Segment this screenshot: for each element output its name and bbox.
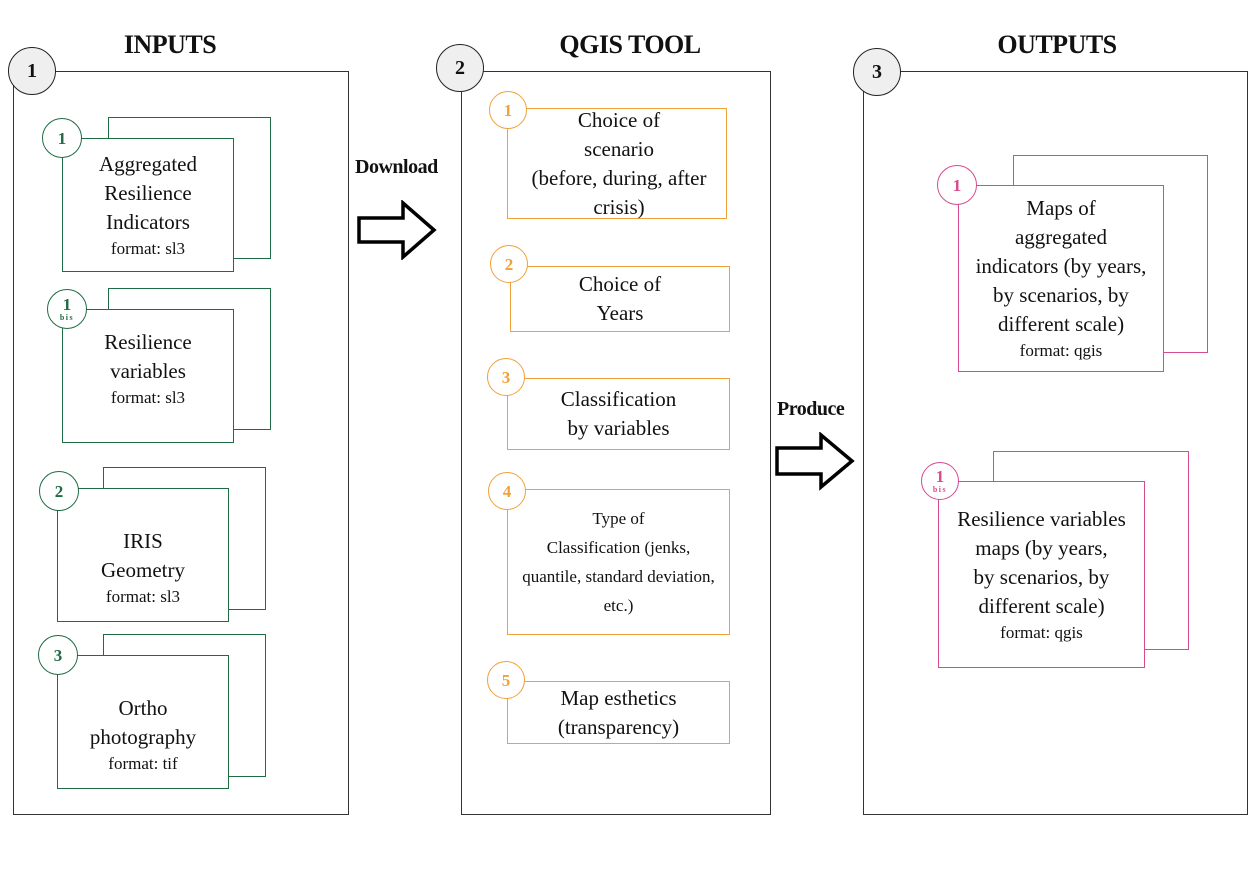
card-format: format: tif	[108, 754, 178, 773]
card-line: aggregated	[1014, 225, 1108, 249]
output-card-resilience-variables-maps: Resilience variables maps (by years, by …	[938, 481, 1145, 668]
tool-step-badge-5: 5	[487, 661, 525, 699]
input-badge-1: 1	[42, 118, 82, 158]
card-line: Maps of	[1026, 196, 1096, 220]
card-line: Aggregated	[99, 151, 197, 176]
column-number-outputs: 3	[853, 48, 901, 96]
input-card-aggregated-indicators: Aggregated Resilience Indicators format:…	[62, 138, 234, 272]
input-badge-2: 2	[39, 471, 79, 511]
produce-arrow-icon	[775, 432, 855, 491]
step-line: (transparency)	[557, 714, 680, 739]
step-line: quantile, standard deviation,	[522, 567, 715, 586]
input-badge-3: 3	[38, 635, 78, 675]
card-line: Indicators	[106, 209, 190, 234]
card-line: variables	[110, 359, 186, 383]
output-card-aggregated-indicator-maps: Maps of aggregated indicators (by years,…	[958, 185, 1164, 372]
tool-step-choice-of-scenario: Choice of scenario (before, during, afte…	[507, 108, 727, 219]
step-line: Choice of	[577, 107, 661, 132]
produce-label: Produce	[777, 398, 845, 420]
card-format: format: sl3	[110, 388, 186, 407]
card-line: Resilience variables	[957, 506, 1126, 531]
card-line: photography	[89, 725, 197, 749]
tool-step-classification-by-variables: Classification by variables	[507, 378, 730, 450]
card-line: by scenarios, by	[973, 564, 1110, 589]
step-line: Classification	[560, 387, 677, 411]
tool-step-type-of-classification: Type of Classification (jenks, quantile,…	[507, 489, 730, 635]
step-line: Choice of	[578, 272, 662, 296]
step-line: Classification (jenks,	[546, 538, 691, 557]
card-line: Resilience	[104, 180, 192, 205]
card-line: IRIS	[123, 529, 163, 553]
step-line: Map esthetics	[560, 685, 677, 710]
input-card-iris-geometry: IRIS Geometry format: sl3	[57, 488, 229, 622]
step-line: Years	[596, 301, 644, 325]
card-format: format: qgis	[1000, 622, 1083, 642]
card-format: format: sl3	[105, 587, 181, 606]
tool-step-choice-of-years: Choice of Years	[510, 266, 730, 332]
step-line: by variables	[567, 416, 670, 440]
card-format: format: sl3	[110, 238, 186, 258]
step-line: Type of	[592, 509, 645, 528]
input-card-ortho-photography: Ortho photography format: tif	[57, 655, 229, 789]
qgis-tool-title: QGIS TOOL	[559, 30, 701, 59]
download-arrow-icon	[357, 200, 437, 260]
card-line: by scenarios, by	[993, 283, 1129, 307]
card-line: Ortho	[118, 696, 168, 720]
card-line: Resilience	[104, 330, 192, 354]
card-line: different scale)	[978, 593, 1105, 618]
output-badge-1: 1	[937, 165, 977, 205]
column-number-qgis-tool: 2	[436, 44, 484, 92]
step-line: (before, during, after	[531, 165, 707, 190]
tool-step-badge-1: 1	[489, 91, 527, 129]
step-line: crisis)	[593, 194, 645, 219]
card-line: indicators (by years,	[975, 254, 1147, 278]
input-card-resilience-variables: Resilience variables format: sl3	[62, 309, 234, 443]
step-line: etc.)	[603, 596, 634, 615]
step-line: scenario	[584, 136, 654, 161]
tool-step-badge-3: 3	[487, 358, 525, 396]
card-line: maps (by years,	[975, 535, 1108, 560]
outputs-title: OUTPUTS	[997, 30, 1117, 59]
tool-step-badge-4: 4	[488, 472, 526, 510]
tool-step-map-esthetics: Map esthetics (transparency)	[507, 681, 730, 744]
inputs-title: INPUTS	[123, 30, 217, 59]
download-label: Download	[355, 156, 438, 178]
input-badge-1-bis: 1 bis	[47, 289, 87, 329]
column-number-inputs: 1	[8, 47, 56, 95]
card-line: different scale)	[997, 312, 1125, 336]
card-format: format: qgis	[1019, 341, 1103, 360]
tool-step-badge-2: 2	[490, 245, 528, 283]
card-line: Geometry	[101, 558, 185, 582]
output-badge-1-bis: 1 bis	[921, 462, 959, 500]
